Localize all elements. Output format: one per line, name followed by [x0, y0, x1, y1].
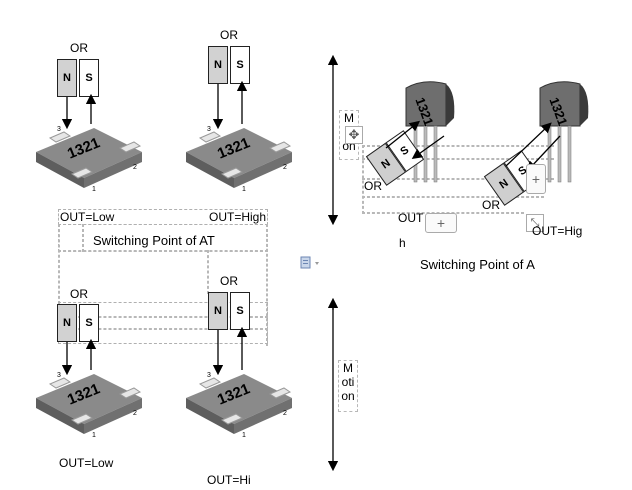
north-pole: N: [57, 304, 77, 342]
frame-line: [58, 224, 60, 304]
frame-line: [58, 250, 268, 252]
pin-number: 2: [133, 410, 137, 417]
north-pole: N: [208, 292, 228, 330]
or-label: OR: [364, 179, 382, 193]
field-arrows: [61, 93, 97, 130]
field-arrows: [212, 326, 248, 376]
sot23-chip: [36, 128, 142, 188]
add-handle-button[interactable]: +: [526, 164, 546, 194]
south-pole: S: [79, 59, 99, 97]
sot23-chip: [186, 128, 292, 188]
motion-arrow-top: [327, 54, 339, 472]
motion-label: M oti on: [338, 360, 358, 412]
add-handle-button[interactable]: +: [425, 213, 457, 233]
out-label: h: [399, 236, 406, 250]
out-high-label: OUT=Hig: [532, 224, 583, 238]
pin-number: 3: [57, 126, 61, 133]
south-pole: S: [230, 46, 250, 84]
motion-text: M: [344, 111, 354, 125]
switching-point-title: Switching Point of AT: [93, 233, 215, 248]
or-label: OR: [70, 41, 88, 55]
or-label: OR: [70, 287, 88, 301]
pin-number: 1: [242, 432, 246, 439]
or-label: OR: [220, 28, 238, 42]
sot23-chip: [186, 374, 292, 434]
out-low-label: OUT=Low: [59, 456, 114, 470]
move-handle-icon[interactable]: ✥: [345, 126, 363, 144]
out-label: OUT: [398, 211, 424, 225]
pin-number: 2: [283, 164, 287, 171]
pin-number: 1: [92, 186, 96, 193]
field-arrows: [385, 120, 561, 172]
south-pole: S: [79, 304, 99, 342]
field-arrows: [212, 80, 248, 130]
pin-number: 3: [57, 372, 61, 379]
frame-line: [207, 250, 209, 294]
switching-point-title: Switching Point of A: [420, 257, 535, 272]
clipboard-icon[interactable]: [300, 256, 322, 270]
or-label: OR: [482, 198, 500, 212]
out-high-label: OUT=High: [209, 210, 267, 224]
sot23-chip: [36, 374, 142, 434]
pin-number: 1: [242, 186, 246, 193]
north-pole: N: [208, 46, 228, 84]
out-high-label: OUT=Hi: [207, 473, 251, 487]
north-pole: N: [57, 59, 77, 97]
frame-line: [362, 145, 364, 214]
frame-line: [266, 224, 268, 346]
south-pole: S: [230, 292, 250, 330]
pin-number: 2: [133, 164, 137, 171]
or-label: OR: [220, 274, 238, 288]
magnet: N S: [57, 59, 101, 97]
pin-number: 3: [207, 372, 211, 379]
field-arrows: [61, 338, 97, 376]
motion-text: M: [343, 361, 353, 375]
motion-text: oti: [341, 375, 355, 389]
magnet: N S: [208, 292, 252, 330]
pin-number: 1: [92, 432, 96, 439]
to92-chip: [539, 81, 589, 183]
magnet: N S: [57, 304, 101, 342]
pin-number: 3: [207, 126, 211, 133]
frame-line: [82, 224, 84, 252]
magnet: N S: [208, 46, 252, 84]
pin-number: 2: [283, 410, 287, 417]
out-low-label: OUT=Low: [60, 210, 115, 224]
resize-handle-icon[interactable]: ⤡: [526, 214, 544, 232]
motion-text: on: [341, 389, 355, 403]
to92-chip: [405, 81, 455, 183]
